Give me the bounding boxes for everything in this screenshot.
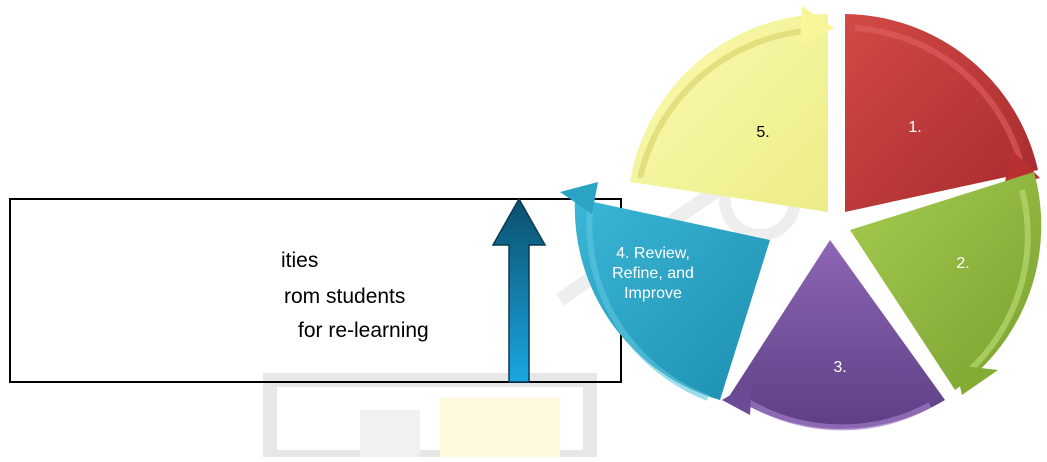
cycle-segment-5	[630, 6, 834, 212]
textbox-line-3: for re-learning	[298, 319, 429, 342]
segment-3-arrowhead-icon	[722, 382, 752, 415]
cycle-segment-4	[560, 182, 770, 401]
segment-label-4-line-1: 4. Review,	[616, 245, 690, 262]
segment-label-2: 2.	[956, 255, 970, 272]
segment-label-3: 3.	[833, 359, 847, 376]
segment-label-1: 1.	[908, 119, 922, 136]
cycle-segment-2	[850, 172, 1042, 395]
segment-label-4-line-3: Improve	[624, 285, 682, 302]
cycle-segment-3	[722, 240, 945, 431]
segment-4-arrowhead-icon	[560, 182, 598, 214]
segment-label-5: 5.	[756, 124, 770, 141]
segment-5-arrowhead-icon	[800, 6, 834, 46]
segment-2-arrowhead-icon	[955, 365, 998, 395]
textbox-line-2: rom students	[284, 285, 406, 308]
textbox-line-1: ities	[281, 249, 319, 272]
up-arrow-icon	[491, 197, 547, 383]
segment-label-4-line-2: Refine, and	[612, 265, 694, 282]
